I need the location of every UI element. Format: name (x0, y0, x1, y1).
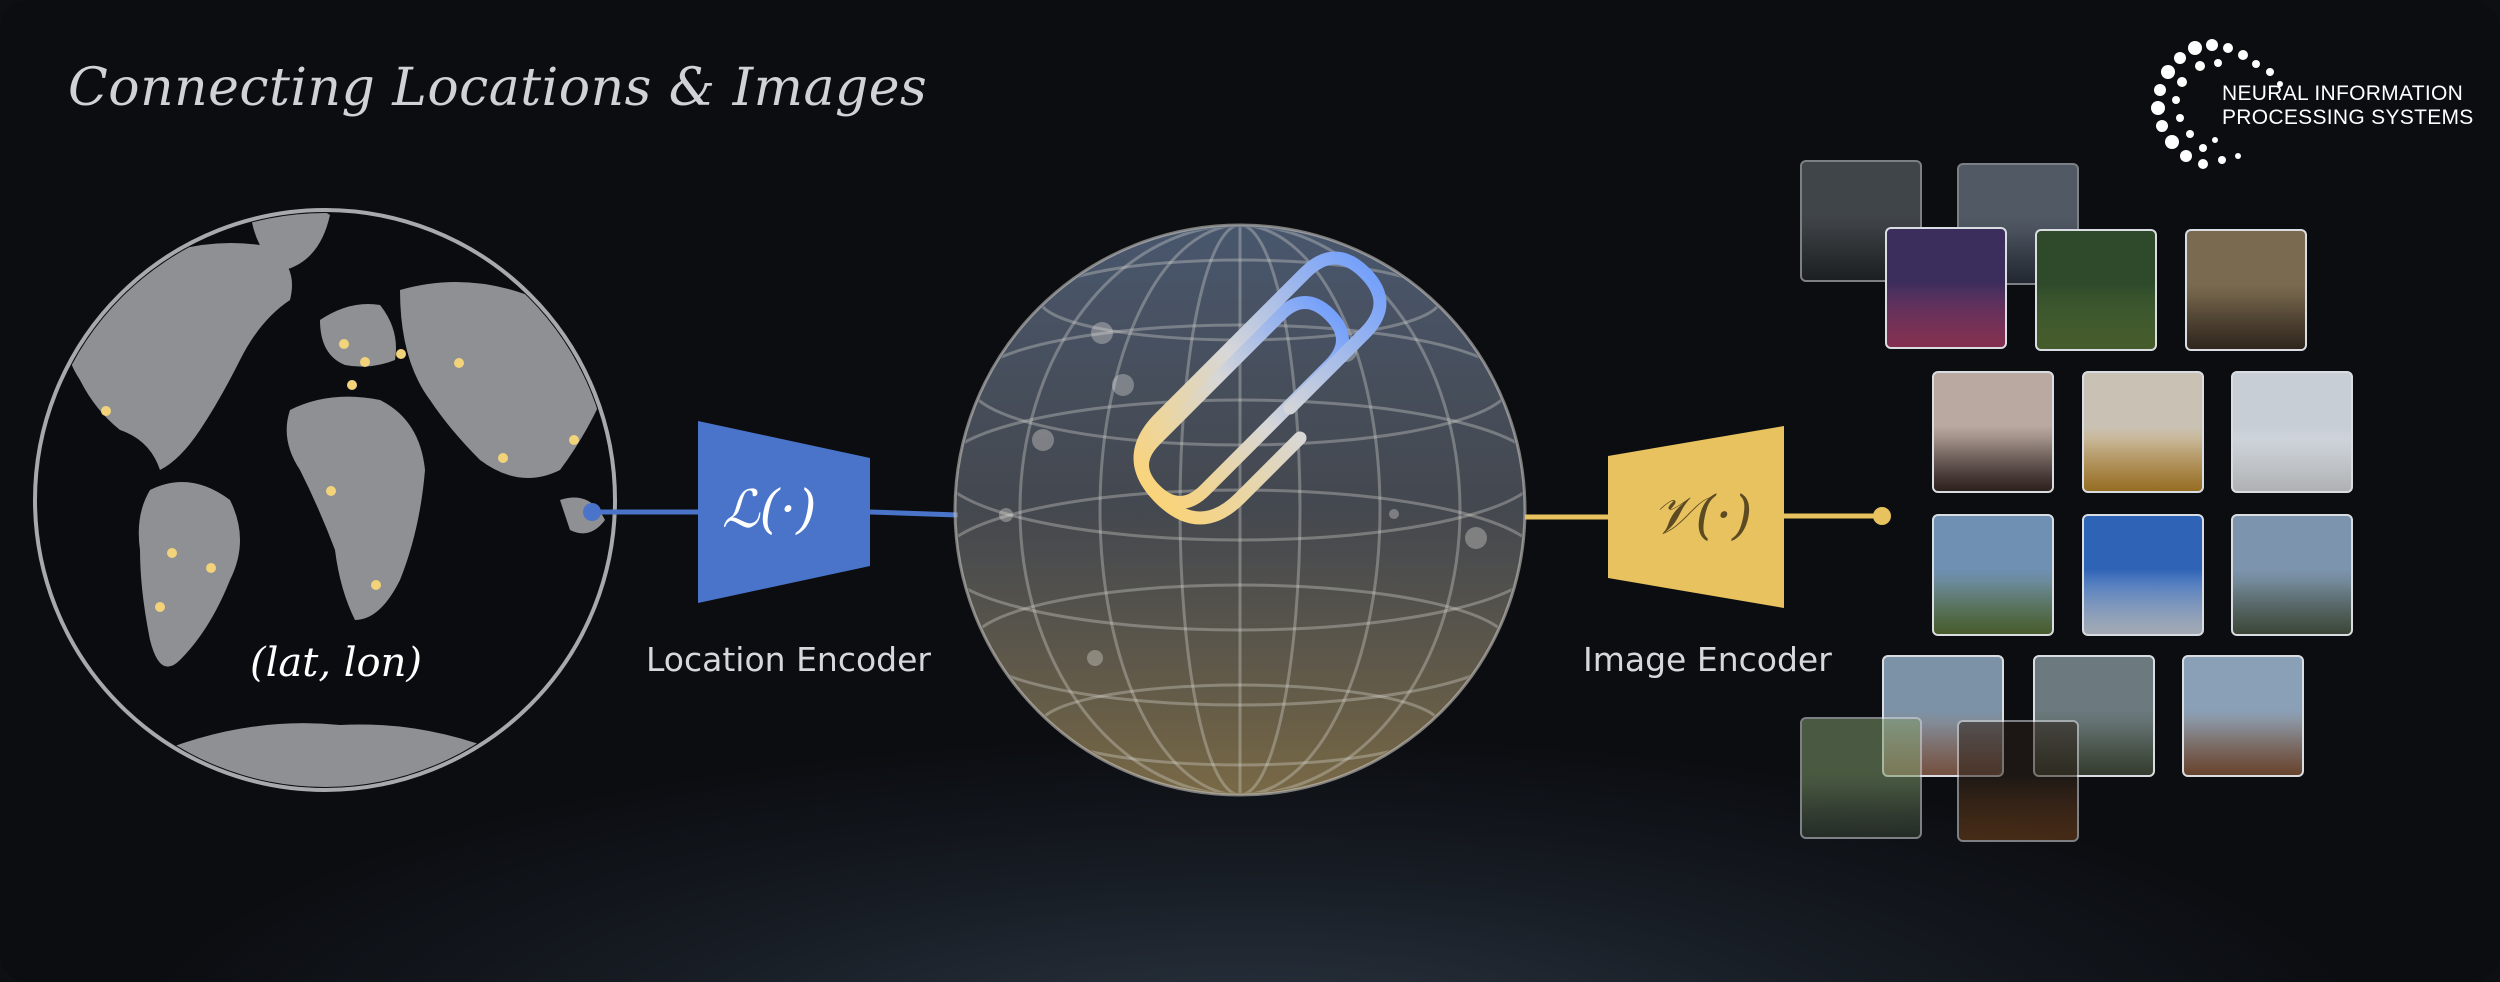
photo-thumbnail-skyline-bridge (1932, 371, 2054, 493)
photo-thumbnail-ski-resort (2082, 514, 2204, 636)
location-points (101, 339, 579, 612)
image-encoder-symbol: 𝒱(·) (1652, 486, 1753, 546)
location-encoder-label: Location Encoder (646, 640, 931, 679)
photo-shade (2233, 437, 2351, 491)
neurips-logo-text: NEURAL INFORMATION PROCESSING SYSTEMS (2222, 82, 2474, 130)
photo-shade (1934, 437, 2052, 491)
location-to-sphere-connector (869, 509, 959, 518)
photo-shade (2037, 295, 2155, 349)
photo-shade (2187, 295, 2305, 349)
image-encoder-block (1608, 426, 1784, 608)
photo-shade (1959, 786, 2077, 840)
photo-shade (1934, 580, 2052, 634)
photo-thumbnail-snow-trees (2231, 371, 2353, 493)
logo-line-1: NEURAL INFORMATION (2222, 82, 2464, 105)
photo-shade (2084, 580, 2202, 634)
image-connector (1784, 507, 1891, 525)
photo-thumbnail-stilt-houses (2185, 229, 2307, 351)
page-title: Connecting Locations & Images (68, 58, 928, 118)
embedding-sphere (953, 223, 1527, 797)
photo-thumbnail-alps-meadow (1932, 514, 2054, 636)
photo-shade (1802, 783, 1920, 837)
sphere-grid (957, 227, 1523, 793)
location-connector (583, 503, 700, 521)
photo-shade (2084, 437, 2202, 491)
image-encoder-label: Image Encoder (1583, 640, 1832, 679)
photo-thumbnail-taxi-bus (2082, 371, 2204, 493)
photo-thumbnail-heron-palms (2035, 229, 2157, 351)
neurips-logo-icon (2151, 39, 2283, 169)
location-encoder-block (698, 421, 870, 603)
paperclip-icon (1133, 251, 1387, 525)
photo-thumbnail-castle (2182, 655, 2304, 777)
photo-thumbnail-city-night (1885, 227, 2007, 349)
photo-shade (1887, 293, 2005, 347)
globe-caption: (lat, lon) (250, 640, 422, 686)
photo-thumbnail-canal-trees (1800, 717, 1922, 839)
photo-shade (2233, 580, 2351, 634)
logo-line-2: PROCESSING SYSTEMS (2222, 106, 2474, 129)
earth-globe (33, 208, 617, 792)
photo-shade (2184, 721, 2302, 775)
location-encoder-symbol: ℒ(·) (722, 480, 817, 540)
photo-thumbnail-night-street (1957, 720, 2079, 842)
photo-thumbnail-coast-cliffs (2231, 514, 2353, 636)
